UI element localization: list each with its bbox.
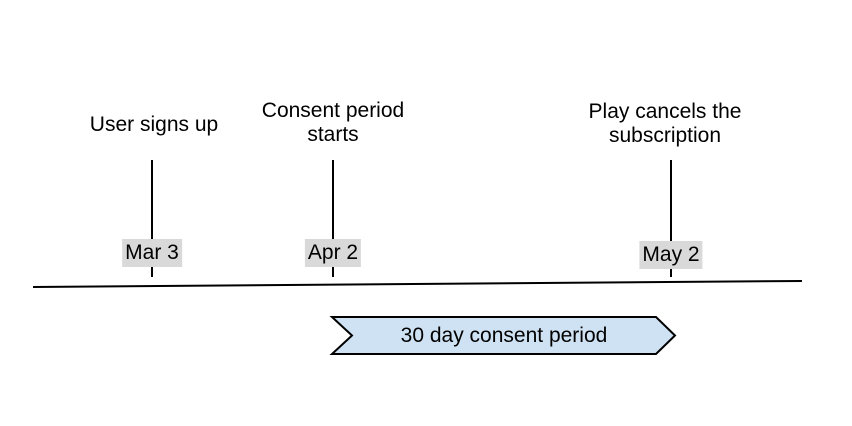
consent-period-banner: [329, 316, 677, 355]
event-title-cancel: Play cancels the subscription: [588, 100, 742, 147]
event-stem-signup: [151, 160, 153, 277]
date-badge-mar-3: Mar 3: [122, 239, 182, 267]
event-stem-cancel: [670, 160, 672, 277]
timeline-axis: [32, 280, 803, 288]
consent-period-banner-label: 30 day consent period: [400, 323, 608, 347]
event-title-signup: User signs up: [89, 113, 219, 136]
date-badge-apr-2: Apr 2: [304, 239, 362, 267]
event-title-consent-start: Consent period starts: [261, 99, 405, 146]
date-badge-may-2: May 2: [639, 241, 703, 269]
event-stem-consent-start: [332, 160, 334, 277]
